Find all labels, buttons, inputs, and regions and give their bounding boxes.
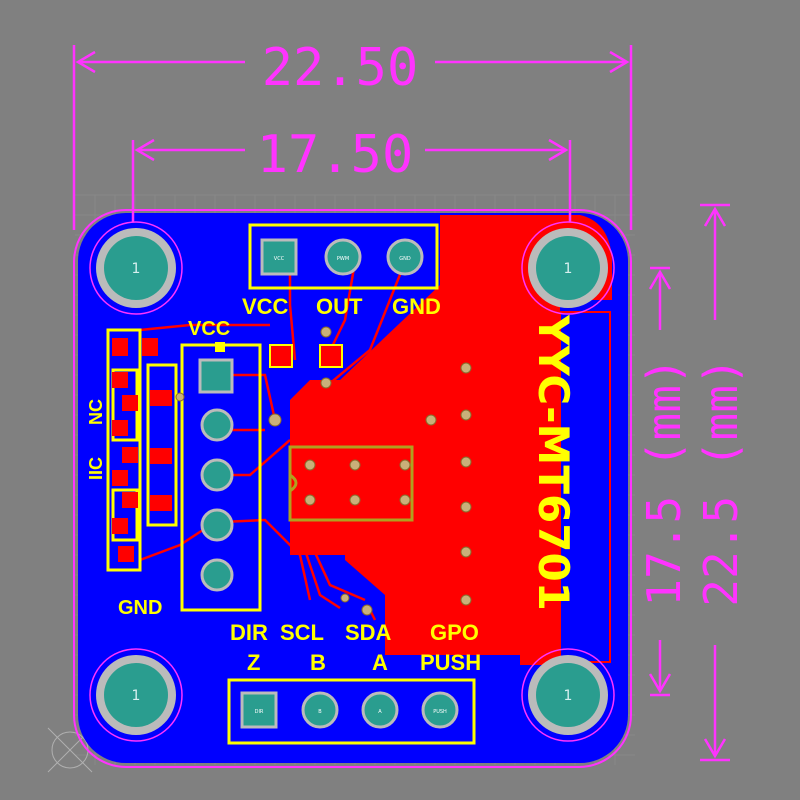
label-top-gnd: GND bbox=[392, 294, 441, 319]
top-pin-mark-2: PWM bbox=[337, 256, 349, 262]
bottom-pin-mark-2: B bbox=[318, 709, 322, 715]
mounting-holes: 1 1 1 1 bbox=[89, 221, 615, 742]
label-nc: NC bbox=[86, 399, 106, 425]
bottom-pin-mark-1: DIR bbox=[255, 709, 264, 715]
label-dir: DIR bbox=[230, 620, 268, 645]
label-scl: SCL bbox=[280, 620, 324, 645]
dim-height-hole: 17.5 (mm) bbox=[637, 357, 691, 606]
top-pin-mark-3: GND bbox=[399, 256, 411, 262]
board-outline bbox=[73, 209, 632, 768]
sensor-chip bbox=[288, 445, 414, 522]
label-left-gnd: GND bbox=[118, 597, 162, 619]
label-gpo: GPO bbox=[430, 620, 479, 645]
copper-pour bbox=[290, 215, 612, 665]
label-top-out: OUT bbox=[316, 294, 363, 319]
dim-width-hole: 17.50 bbox=[257, 125, 414, 185]
silkscreen-text: VCC OUT GND VCC GND IIC NC DIR SCL SDA G… bbox=[86, 294, 481, 675]
dim-width-outer: 22.50 bbox=[262, 38, 419, 98]
brand-text: YYC-MT6701 bbox=[529, 314, 578, 611]
smd-cap-pair bbox=[215, 342, 343, 368]
label-iic: IIC bbox=[86, 457, 106, 480]
label-z: Z bbox=[247, 650, 260, 675]
dimensions bbox=[72, 45, 730, 762]
left-smd-pads bbox=[112, 338, 172, 562]
label-b: B bbox=[310, 650, 326, 675]
brand-frame bbox=[559, 311, 611, 663]
bottom-pin-mark-4: PUSH bbox=[433, 709, 447, 715]
top-header: VCC PWM GND bbox=[248, 223, 439, 290]
label-a: A bbox=[372, 650, 388, 675]
vias bbox=[175, 326, 472, 616]
bottom-pin-mark-3: A bbox=[378, 709, 382, 715]
label-sda: SDA bbox=[345, 620, 392, 645]
bottom-header: DIR B A PUSH bbox=[227, 678, 476, 745]
left-connector bbox=[198, 358, 234, 592]
label-left-vcc: VCC bbox=[188, 318, 230, 340]
hole-label-br: 1 bbox=[564, 688, 573, 704]
label-push: PUSH bbox=[420, 650, 481, 675]
label-top-vcc: VCC bbox=[242, 294, 289, 319]
dim-height-outer: 22.5 (mm) bbox=[694, 357, 748, 606]
hole-label-bl: 1 bbox=[132, 688, 141, 704]
top-pin-mark-1: VCC bbox=[274, 256, 285, 262]
hole-label-tr: 1 bbox=[564, 261, 573, 277]
hole-label-tl: 1 bbox=[132, 261, 141, 277]
